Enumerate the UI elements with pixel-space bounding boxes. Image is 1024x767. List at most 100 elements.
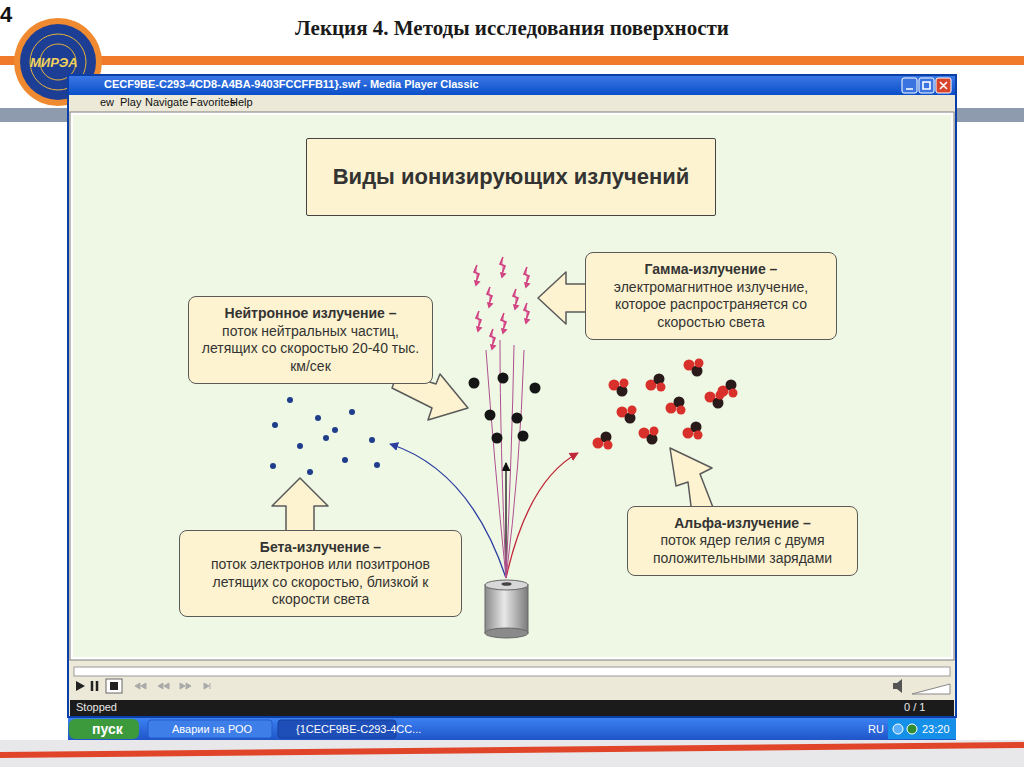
stop-button [110,682,118,690]
pause-button [92,681,97,691]
logo-text: МИРЭА [30,55,78,70]
menu-item: ew [100,96,114,108]
neutron-in-nucleus [713,398,724,409]
callout-tail [272,478,328,536]
proton [604,441,613,450]
neutron-in-nucleus [601,432,612,443]
task-label: Аварии на РОО [172,723,252,735]
proton [657,383,666,392]
task-label: {1CECF9BE-C293-4CC... [296,723,421,735]
electron [349,409,355,415]
gamma-quantum [474,265,479,285]
callout-tail [670,448,714,514]
menu-item: Play [120,96,141,108]
title-bar [69,76,955,95]
menu-item: Favorites [190,96,235,108]
seek-buttons [135,683,210,689]
electron [270,463,276,469]
neutrons [469,373,541,444]
proton [695,359,704,368]
callout-tail [538,272,592,324]
start-button [69,719,139,739]
proton [694,431,703,440]
neutron [492,433,503,444]
neutron [498,373,509,384]
seek-bar [74,667,950,676]
proton [729,389,738,398]
callout-heading: Нейтронное излучение – [197,305,424,323]
neutron [512,413,523,424]
box-text: поток нейтральных частиц, летящих со ско… [197,323,424,376]
neutron [469,378,480,389]
source-cylinder [485,585,528,633]
gamma-path [486,340,524,578]
menu-item: Navigate [145,96,188,108]
volume-icon [893,679,902,693]
neutron-in-nucleus [617,386,628,397]
neutron [530,383,541,394]
alpha-particles [593,359,738,450]
start-label: пуск [92,721,123,737]
proton [716,391,725,400]
gamma-quantum [524,267,529,287]
electron [374,462,380,468]
proton [650,427,659,436]
playlist-counter: 0 / 1 [904,701,925,713]
slide-bottom [0,740,1024,767]
maximize-button [919,78,934,93]
electron [307,469,313,475]
neutron-in-nucleus [674,397,685,408]
neutron-in-nucleus [692,366,703,377]
gamma-quanta [474,257,529,349]
gamma-quantum [476,311,481,331]
callout-box: Гамма-излучение –электромагнитное излуче… [585,252,837,340]
source-top [485,580,528,590]
gamma-quantum [501,313,506,333]
clock: 23:20 [922,723,950,735]
neutron-in-nucleus [654,374,665,385]
volume-slider [912,684,950,694]
tray-icon [907,724,917,734]
source-base [485,628,528,638]
player-window [68,75,956,717]
red-stripe [0,742,1024,758]
callout-box: Нейтронное излучение –поток нейтральных … [188,296,433,384]
language-indicator: RU [868,723,884,735]
callout-box: Альфа-излучение –поток ядер гелия с двум… [627,506,858,576]
video-frame [70,112,954,660]
box-text: Виды ионизирующих излучений [319,163,703,192]
electron [297,443,303,449]
status-bar [70,700,954,716]
electron [315,415,321,421]
tray [888,719,956,739]
taskbar [68,718,956,740]
callout-box: Бета-излучение –поток электронов или поз… [179,530,462,617]
task-button [148,720,272,738]
neutron [518,431,529,442]
electron [342,457,348,463]
electron [332,427,338,433]
electron [323,435,329,441]
heading-box: Виды ионизирующих излучений [306,138,716,216]
callout-heading: Гамма-излучение – [594,261,828,279]
neutron-in-nucleus [726,380,737,391]
minimize-button [902,78,917,93]
proton [628,406,637,415]
source-hole [502,582,512,586]
electron [287,397,293,403]
menu-item: Help [230,96,253,108]
neutron-in-nucleus [647,434,658,445]
play-button [76,681,85,691]
slide-title: Лекция 4. Методы исследования поверхност… [0,16,1024,41]
window-title: CECF9BE-C293-4CD8-A4BA-9403FCCFFB11}.swf… [104,78,479,90]
neutron-in-nucleus [625,413,636,424]
orange-stripe [0,56,1024,65]
gamma-quantum [513,289,518,309]
neutron-in-nucleus [691,422,702,433]
gamma-quantum [524,303,529,323]
beta-particles [270,397,380,475]
slide-number: 4 [0,2,12,28]
callout-heading: Альфа-излучение – [636,515,849,533]
status-text: Stopped [76,701,117,713]
